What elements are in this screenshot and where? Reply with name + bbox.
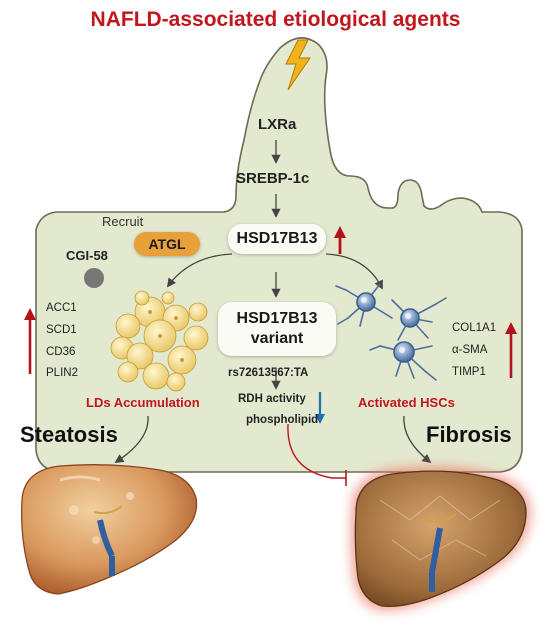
down-arrow-phospholipid — [315, 392, 325, 424]
activated-hscs-label: Activated HSCs — [358, 395, 455, 410]
lightning-bolt-icon — [285, 39, 311, 91]
fibrosis-label: Fibrosis — [426, 422, 512, 447]
node-hsd17b13-label: HSD17B13 — [236, 230, 318, 247]
steatosis-label: Steatosis — [20, 422, 118, 447]
node-hsd17b13-variant: HSD17B13 variant — [218, 302, 336, 356]
left-gene-0: ACC1 — [46, 302, 77, 314]
lipid-droplets-illustration — [110, 290, 209, 392]
arrow-hscs-to-fibrosis-liver — [403, 415, 432, 464]
arrow-lds-to-steatosis-liver — [114, 415, 149, 463]
variant-line-1: HSD17B13 — [236, 310, 318, 327]
steatotic-liver-illustration — [21, 464, 198, 595]
rdh-activity-label: RDH activity — [238, 393, 306, 405]
activated-hsc-illustration — [335, 283, 447, 381]
up-arrow-hsd — [334, 226, 346, 254]
lds-accumulation-label: LDs Accumulation — [86, 395, 200, 410]
node-srebp-1c: SREBP-1c — [236, 170, 310, 187]
node-lxra: LXRa — [258, 116, 297, 133]
node-hsd17b13: HSD17B13 — [228, 224, 326, 254]
atgl-badge: ATGL — [134, 232, 200, 256]
variant-line-2: variant — [250, 330, 304, 347]
right-gene-2: TIMP1 — [452, 366, 486, 378]
left-gene-2: CD36 — [46, 346, 76, 358]
up-arrow-right-genes — [505, 322, 517, 378]
inhibition-line — [287, 423, 346, 479]
phospholipid-label: phospholipid — [246, 414, 319, 426]
left-gene-3: PLIN2 — [46, 367, 78, 379]
cgi58-protein-dot — [84, 268, 104, 288]
up-arrow-left-genes — [24, 308, 36, 374]
fibrotic-liver-illustration — [351, 467, 530, 611]
atgl-label: ATGL — [148, 236, 186, 252]
left-gene-1: SCD1 — [46, 324, 77, 336]
page-title: NAFLD-associated etiological agents — [90, 8, 461, 31]
right-gene-1: α-SMA — [452, 344, 488, 356]
arrow-hsd-to-lds — [166, 253, 233, 288]
arrow-hsd-to-hscs — [325, 253, 383, 290]
snp-label: rs72613567:TA — [228, 367, 309, 379]
right-gene-0: COL1A1 — [452, 322, 497, 334]
cgi58-label: CGI-58 — [66, 248, 108, 263]
recruit-label: Recruit — [102, 214, 144, 229]
